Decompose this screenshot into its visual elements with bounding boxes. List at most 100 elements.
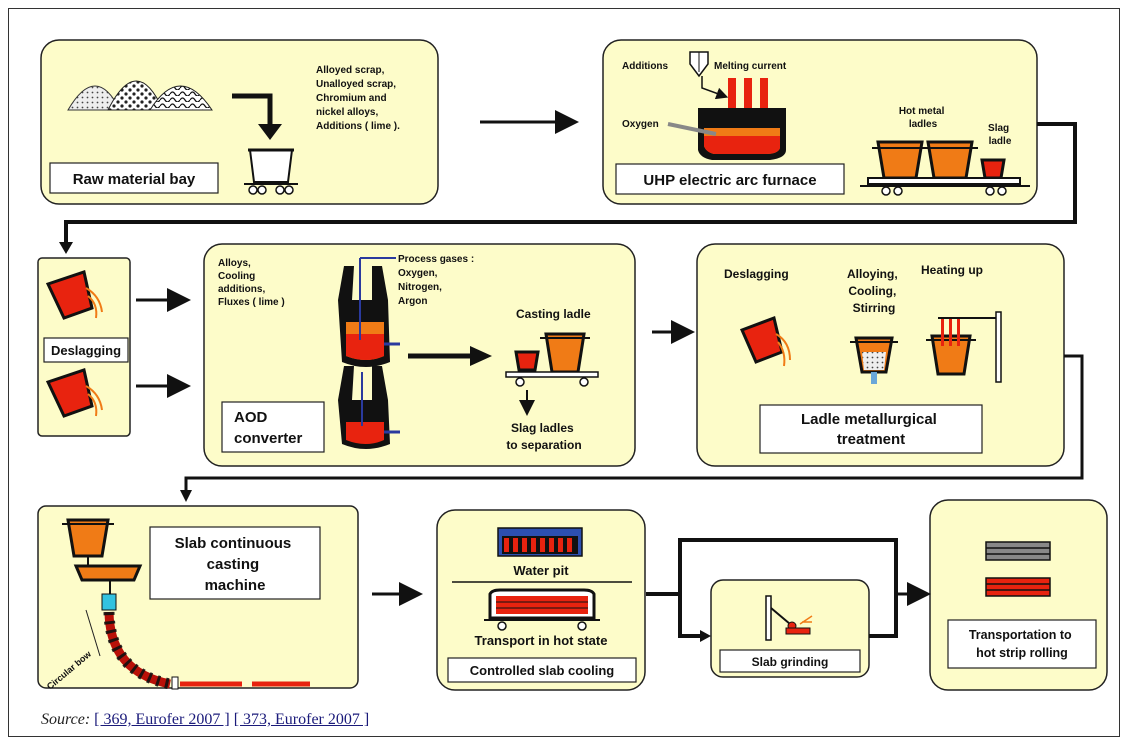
connector-to-grinding (678, 594, 704, 638)
casting-ladle-label: Casting ladle (516, 307, 591, 321)
slag-ladles-line: to separation (506, 438, 581, 452)
ladle-heating-label: Heating up (921, 263, 983, 277)
ladle-alloying-line: Cooling, (848, 284, 896, 298)
aod-alloys-line: additions, (218, 284, 265, 295)
connector-ladle-to-casting (184, 354, 1084, 494)
raw-material-note: nickel alloys, (316, 107, 378, 118)
electrodes (728, 78, 768, 122)
arrowhead (180, 490, 192, 502)
down-arrow-to-wagon (232, 93, 282, 140)
circular-bow-strand (103, 611, 310, 690)
slag-ladle (980, 158, 1006, 180)
raw-material-note: Unalloyed scrap, (316, 79, 396, 90)
deslagging-ladle-icon (739, 315, 791, 367)
aod-gases-line: Argon (398, 296, 427, 307)
label-box (615, 163, 845, 195)
aod-alloys-line: Fluxes ( lime ) (218, 297, 285, 308)
raw-material-title: Raw material bay (73, 171, 196, 188)
slab-casting-title: Slab continuous casting machine (175, 535, 296, 594)
arrow-aod-to-casting-ladle (408, 346, 492, 366)
aod-process-gases-label: Process gases : Oxygen, Nitrogen, Argon (398, 254, 477, 307)
bypass-route (678, 538, 898, 594)
aod-alloys-line: Cooling (218, 271, 255, 282)
aod-vessel-bottom (338, 366, 400, 449)
ladle-rail-car (860, 177, 1030, 196)
eaf-melting-current-label: Melting current (714, 61, 787, 72)
slab-casting-title-line: machine (205, 577, 266, 594)
source-ref-369-link[interactable]: [ 369, Eurofer 2007 ] (94, 711, 230, 728)
ladle-treatment-title-line: Ladle metallurgical (801, 411, 937, 428)
additions-feed-arrow (701, 76, 729, 100)
aod-alloys-label: Alloys, Cooling additions, Fluxes ( lime… (218, 258, 285, 308)
arc-furnace (698, 108, 786, 160)
additions-hopper (689, 51, 709, 78)
heating-ladle-icon (926, 311, 1002, 383)
oxygen-lance (667, 122, 717, 136)
hot-metal-ladles-label: Hot metal ladles (899, 106, 947, 130)
tilted-ladle-top (45, 270, 103, 320)
rail-wagon (244, 148, 298, 195)
label-box (221, 401, 325, 453)
aod-vessel-top (338, 257, 400, 367)
grinding-machine-icon (765, 595, 813, 641)
ladle-alloying-label: Alloying, Cooling, Stirring (847, 267, 901, 315)
slag-ladle-line: ladle (989, 136, 1012, 147)
casting-ladle (505, 332, 599, 387)
slab-casting-title-line: casting (207, 556, 260, 573)
raw-material-notes: Alloyed scrap, Unalloyed scrap, Chromium… (316, 65, 400, 132)
tundish-ladle (62, 518, 143, 594)
slab-casting-title-line: Slab continuous (175, 535, 292, 552)
hot-metal-ladles-line: ladles (909, 119, 938, 130)
eaf-oxygen-label: Oxygen (622, 119, 659, 130)
stirring-ladle-icon (850, 336, 898, 384)
hot-strip-title: Transportation to hot strip rolling (969, 628, 1075, 660)
label-box (759, 404, 983, 454)
arrowhead (700, 630, 711, 642)
deslagging-left-title: Deslagging (51, 343, 121, 358)
slab-grinding-title: Slab grinding (752, 655, 829, 669)
hot-metal-ladles-line: Hot metal (899, 106, 945, 117)
hot-strip-title-line: Transportation to (969, 628, 1072, 642)
hot-slabs-icon (985, 577, 1051, 597)
source-citation: Source: [ 369, Eurofer 2007 ] [ 373, Eur… (41, 711, 369, 729)
label-box (49, 162, 219, 194)
aod-gases-line: Process gases : (398, 254, 474, 265)
tilted-ladle-bottom (45, 368, 103, 418)
raw-material-note: Alloyed scrap, (316, 65, 385, 76)
aod-title-line: converter (234, 430, 303, 447)
slab-cooling-title: Controlled slab cooling (470, 663, 615, 678)
raw-material-note: Chromium and (316, 93, 387, 104)
aod-gases-line: Nitrogen, (398, 282, 442, 293)
label-box (719, 649, 861, 673)
hot-transport-car (484, 588, 600, 631)
ladle-alloying-line: Stirring (853, 301, 896, 315)
aod-title: AOD converter (234, 409, 303, 447)
slag-ladle-label: Slag ladle (988, 123, 1012, 147)
hot-strip-title-line: hot strip rolling (976, 646, 1068, 660)
ladle-treatment-title: Ladle metallurgical treatment (801, 411, 941, 448)
label-box (447, 657, 637, 683)
slag-ladle-line: Slag (988, 123, 1009, 134)
cold-slabs-icon (985, 541, 1051, 561)
casting-mould (101, 593, 117, 611)
aod-alloys-line: Alloys, (218, 258, 251, 269)
ladle-alloying-line: Alloying, (847, 267, 898, 281)
label-box (149, 526, 321, 600)
water-pit-label: Water pit (513, 563, 569, 578)
slag-ladles-line: Slag ladles (511, 421, 574, 435)
connector-eaf-to-deslagging (64, 122, 1077, 246)
ladle-deslagging-label: Deslagging (724, 267, 789, 281)
circular-bow-pointer (85, 609, 101, 657)
aod-title-line: AOD (234, 409, 268, 426)
eaf-title: UHP electric arc furnace (643, 172, 816, 189)
arrowhead (59, 242, 73, 254)
label-box (43, 337, 129, 363)
source-prefix: Source: (41, 711, 91, 728)
ladle-treatment-title-line: treatment (837, 431, 905, 448)
aod-gases-line: Oxygen, (398, 268, 438, 279)
source-ref-373-link[interactable]: [ 373, Eurofer 2007 ] (233, 711, 370, 728)
water-pit-icon (497, 527, 583, 557)
eaf-additions-label: Additions (622, 61, 669, 72)
scrap-piles (67, 80, 213, 111)
